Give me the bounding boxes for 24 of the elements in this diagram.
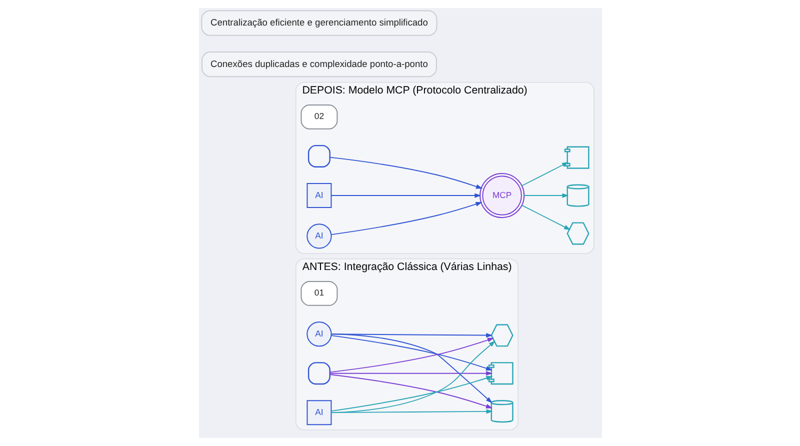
arrow bbox=[330, 340, 495, 414]
arrow bbox=[330, 334, 492, 404]
node-box: 02 bbox=[300, 104, 338, 130]
node-circle: AI bbox=[306, 224, 332, 249]
node-box: 01 bbox=[300, 280, 338, 306]
arrow bbox=[523, 193, 568, 198]
node-circle: MCP bbox=[479, 172, 524, 218]
arrow bbox=[520, 204, 570, 230]
arrow bbox=[520, 162, 568, 186]
node-robot bbox=[307, 362, 330, 385]
node-wrench bbox=[566, 222, 589, 245]
arrow bbox=[330, 193, 481, 198]
arrow bbox=[330, 409, 492, 414]
arrow bbox=[330, 202, 482, 236]
node-box: Centralização eficiente e gerenciamento simplificado bbox=[200, 10, 437, 36]
node-flowchart bbox=[564, 146, 589, 169]
node-box: AI bbox=[306, 400, 332, 426]
node-wrench bbox=[490, 324, 513, 347]
arrow bbox=[328, 371, 492, 376]
arrow bbox=[329, 156, 482, 189]
node-circle: AI bbox=[306, 321, 332, 347]
node-box: AI bbox=[306, 183, 332, 208]
node-robot bbox=[307, 144, 330, 168]
node-box: Conexões duplicadas e complexidade ponto-a-ponto bbox=[201, 52, 436, 78]
